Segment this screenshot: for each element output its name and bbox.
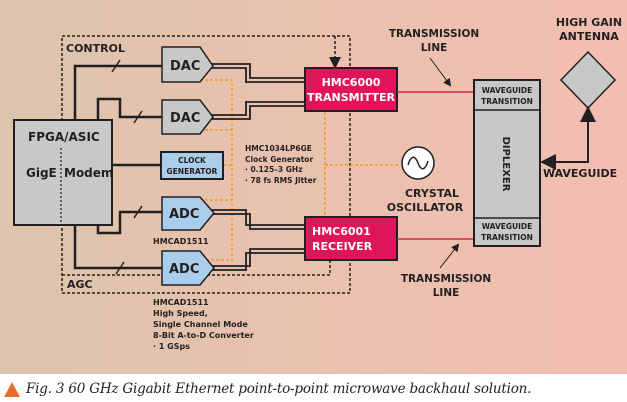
- svg-text:Clock Generator: Clock Generator: [245, 155, 313, 164]
- agc-label: AGC: [67, 278, 93, 291]
- waveguide-connection: [540, 110, 589, 170]
- antenna-diamond-icon: [559, 50, 617, 110]
- crystal-oscillator: CRYSTAL OSCILLATOR: [387, 146, 464, 214]
- adc-part-label: HMCAD1511: [153, 237, 209, 246]
- svg-text:· 1 GSps: · 1 GSps: [153, 342, 190, 351]
- waveguide-label: WAVEGUIDE: [543, 167, 617, 180]
- rx-line2: RECEIVER: [312, 240, 373, 253]
- digital-buses: [73, 64, 162, 270]
- sine-wave-icon: [407, 156, 429, 170]
- fpga-asic-block: FPGA/ASIC GigE Modem: [13, 119, 113, 226]
- clock-generator-block: CLOCK GENERATOR: [160, 151, 224, 180]
- figure-caption: Fig. 3 60 GHz Gigabit Ethernet point-to-…: [4, 378, 531, 400]
- tx-line-label-2: LINE: [421, 42, 448, 54]
- fpga-gige: GigE: [26, 166, 57, 180]
- adc-notes: HMCAD1511 High Speed, Single Channel Mod…: [153, 298, 254, 351]
- dac-1: DAC: [161, 46, 214, 83]
- svg-text:HMCAD1511: HMCAD1511: [153, 298, 209, 307]
- antenna-line1: HIGH GAIN: [556, 16, 622, 29]
- caption-triangle-icon: [4, 381, 20, 397]
- tx-line-label-1: TRANSMISSION: [389, 28, 479, 40]
- dac-2: DAC: [161, 99, 214, 135]
- rx-line-label-2: LINE: [433, 287, 460, 299]
- rx-line-pointer: [439, 243, 460, 269]
- svg-text:Single Channel Mode: Single Channel Mode: [153, 320, 248, 329]
- clock-gen-line2: GENERATOR: [167, 167, 218, 176]
- svg-text:· 78 fs RMS Jitter: · 78 fs RMS Jitter: [245, 176, 317, 185]
- adc-2: ADC: [161, 250, 215, 286]
- wg-bottom-line2: TRANSITION: [481, 233, 533, 242]
- clock-notes: HMC1034LP6GE Clock Generator · 0.125–3 G…: [245, 144, 317, 185]
- diagram-canvas: FPGA/ASIC GigE Modem DAC DAC: [13, 16, 622, 351]
- adc-2-label: ADC: [169, 262, 199, 277]
- svg-text:8-Bit A-to-D Converter: 8-Bit A-to-D Converter: [153, 331, 254, 340]
- antenna-line2: ANTENNA: [559, 30, 619, 43]
- adc-1-label: ADC: [169, 207, 199, 222]
- svg-text:High Speed,: High Speed,: [153, 309, 208, 318]
- analog-pair-lines: [212, 63, 305, 271]
- dac-2-label: DAC: [170, 111, 200, 126]
- block-diagram: FPGA/ASIC GigE Modem DAC DAC: [0, 0, 627, 374]
- fpga-title: FPGA/ASIC: [28, 130, 100, 144]
- clock-gen-line1: CLOCK: [178, 156, 207, 165]
- wg-top-line1: WAVEGUIDE: [482, 86, 533, 95]
- wg-top-line2: TRANSITION: [481, 97, 533, 106]
- control-boundary: [61, 35, 351, 294]
- hmc6000-transmitter: HMC6000 TRANSMITTER: [304, 67, 398, 112]
- crystal-line1: CRYSTAL: [405, 187, 459, 200]
- tx-line2: TRANSMITTER: [307, 91, 395, 104]
- crystal-line2: OSCILLATOR: [387, 201, 464, 214]
- tx-line-pointer: [429, 57, 452, 87]
- svg-text:· 0.125–3 GHz: · 0.125–3 GHz: [245, 165, 303, 174]
- dac-1-label: DAC: [170, 59, 200, 74]
- tx-line1: HMC6000: [322, 76, 381, 89]
- rx-line1: HMC6001: [312, 225, 371, 238]
- high-gain-antenna: HIGH GAIN ANTENNA: [556, 16, 622, 110]
- caption-text: Fig. 3 60 GHz Gigabit Ethernet point-to-…: [26, 381, 532, 397]
- control-label: CONTROL: [66, 42, 125, 55]
- clock-distribution-lines: [200, 79, 400, 261]
- diplexer-label: DIPLEXER: [500, 137, 511, 192]
- rx-line-label-1: TRANSMISSION: [401, 273, 491, 285]
- svg-text:HMC1034LP6GE: HMC1034LP6GE: [245, 144, 312, 153]
- fpga-modem: Modem: [64, 166, 113, 180]
- diplexer-assembly: WAVEGUIDE TRANSITION DIPLEXER WAVEGUIDE …: [473, 79, 541, 247]
- wg-bottom-line1: WAVEGUIDE: [482, 222, 533, 231]
- hmc6001-receiver: HMC6001 RECEIVER: [304, 216, 398, 261]
- bus-width-slashes: [111, 59, 143, 275]
- adc-1: ADC: [161, 196, 215, 231]
